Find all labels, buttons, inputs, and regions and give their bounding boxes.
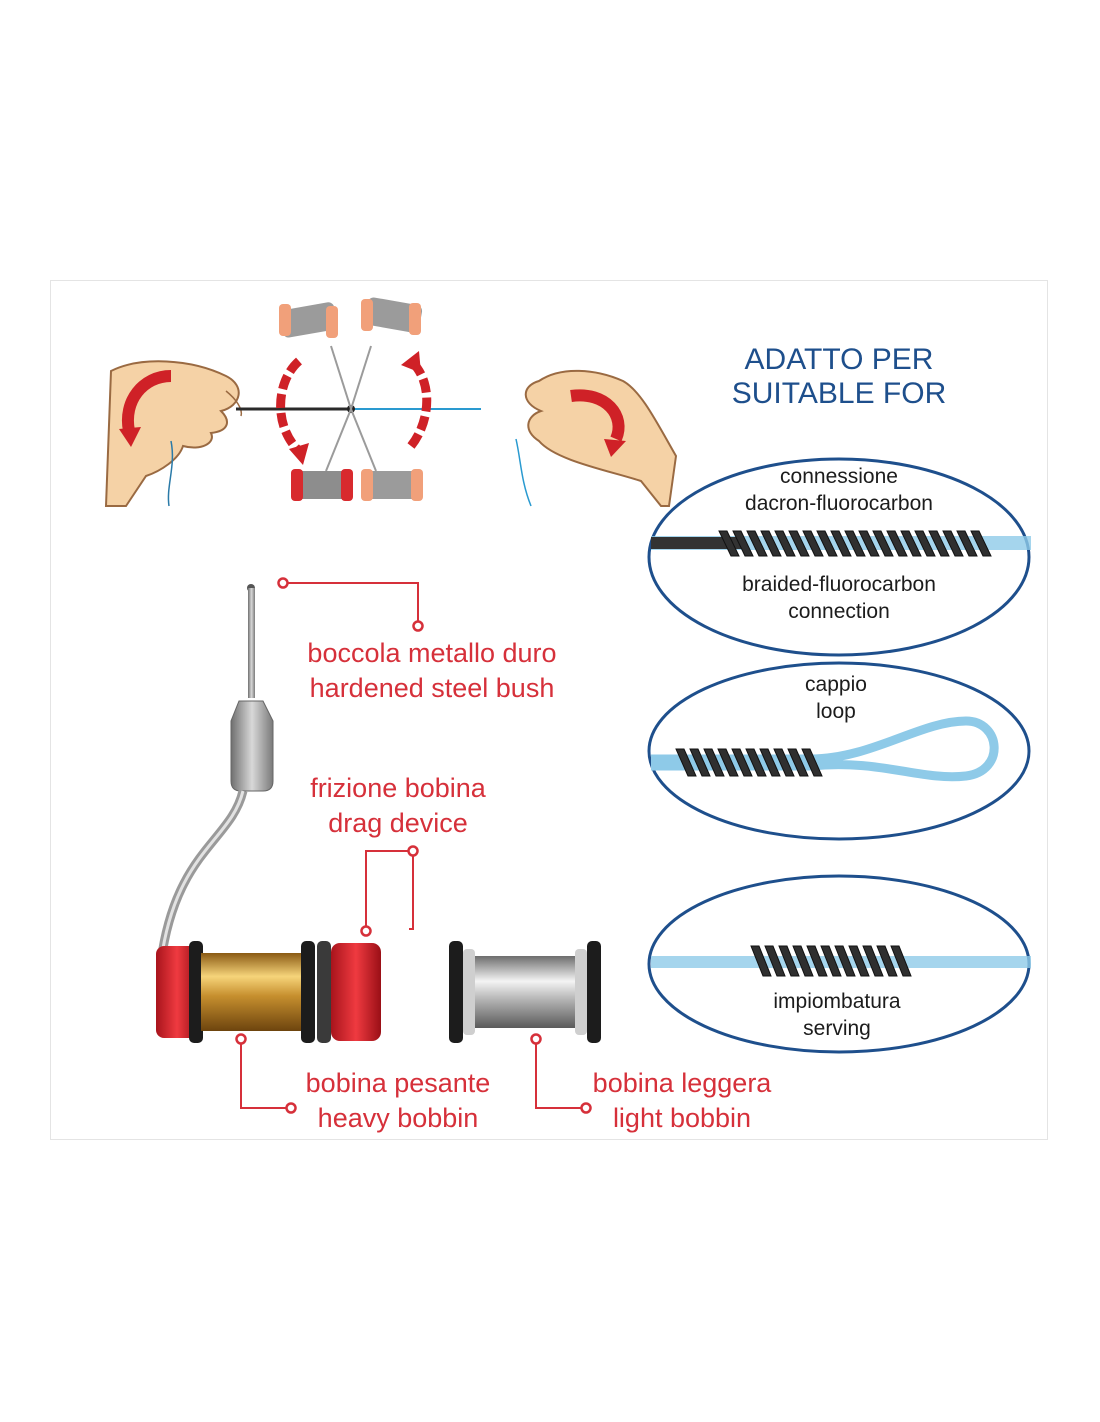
light-bobbin-illustration	[449, 941, 601, 1043]
artwork	[104, 297, 1031, 1114]
callout-heavy: bobina pesante heavy bobbin	[305, 1068, 491, 1133]
use-connection-label-en: braided-fluorocarbon connection	[742, 573, 936, 623]
use-connection-label-it: connessione dacron-fluorocarbon	[745, 465, 933, 515]
callout-light: bobina leggera light bobbin	[592, 1068, 772, 1133]
rotation-bobbins	[276, 297, 432, 501]
use-loop-label: cappio loop	[805, 673, 867, 723]
diagram-panel: ADATTO PER SUITABLE FOR connessione dacr…	[50, 280, 1048, 1140]
title-en: SUITABLE FOR	[731, 377, 947, 410]
callout-leaders	[240, 582, 586, 1109]
suitable-for-title: ADATTO PER SUITABLE FOR	[711, 343, 967, 411]
callout-drag: frizione bobina drag device	[310, 773, 486, 838]
use-loop-illustration	[647, 661, 1031, 841]
callout-dots	[235, 577, 592, 1114]
use-connection-illustration	[647, 457, 1031, 657]
title-it: ADATTO PER	[744, 343, 934, 376]
use-serving-illustration	[647, 874, 1031, 1054]
left-hand-illustration	[104, 360, 243, 507]
callout-bush: boccola metallo duro hardened steel bush	[307, 638, 557, 703]
right-hand-illustration	[515, 369, 678, 507]
use-serving-label: impiombatura serving	[773, 990, 901, 1040]
bobbin-holder-illustration	[156, 584, 274, 962]
heavy-bobbin-illustration	[156, 941, 381, 1043]
